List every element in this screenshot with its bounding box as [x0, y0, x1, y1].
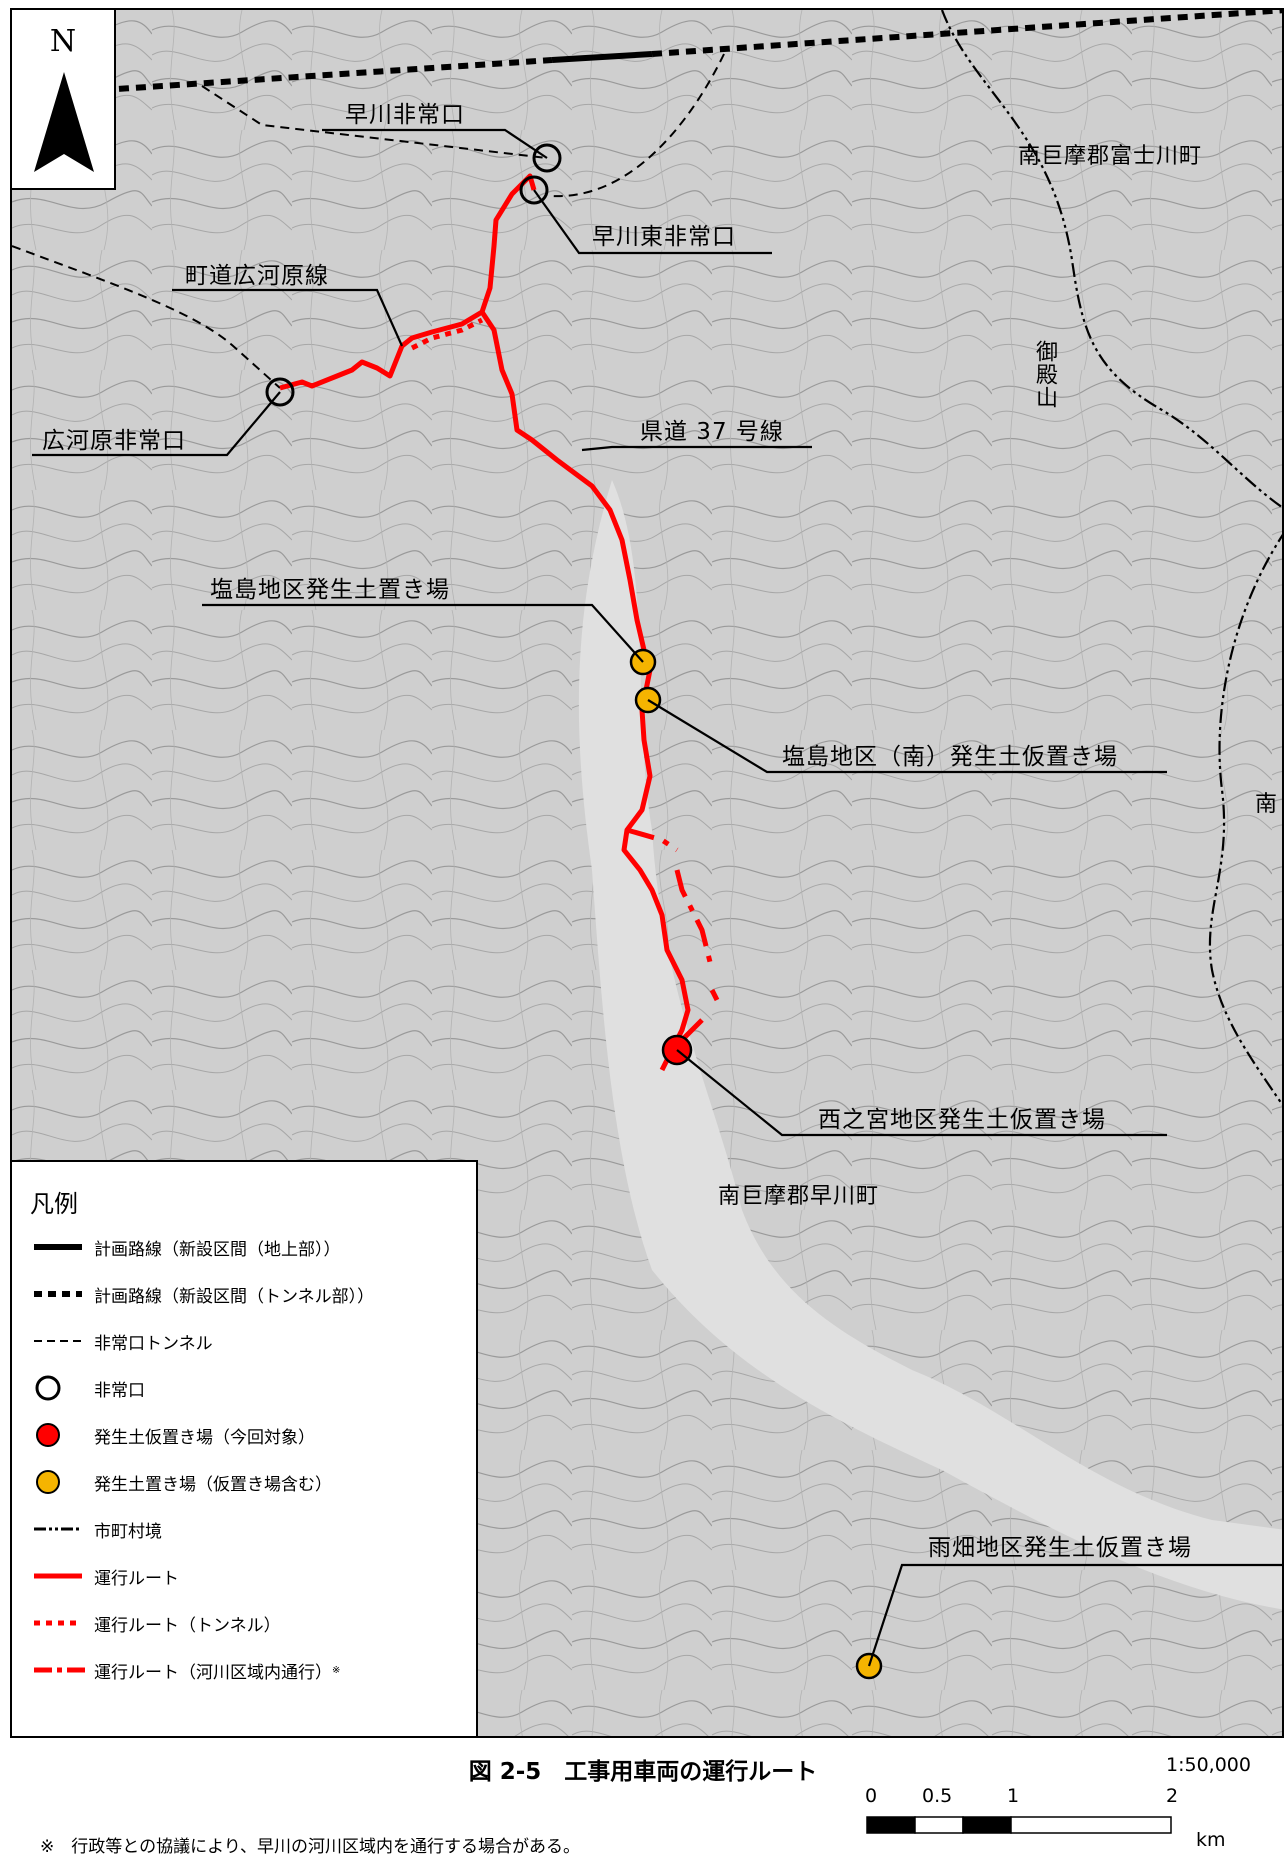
site-icon [36, 1470, 60, 1494]
municipal-boundary [940, 10, 1282, 1107]
route-river-icon [34, 1667, 86, 1673]
north-label: N [49, 24, 77, 59]
legend-title: 凡例 [30, 1190, 78, 1218]
legend-item-planned-tunnel: 計画路線（新設区間（トンネル部）） [30, 1279, 374, 1309]
exit-icon [35, 1375, 61, 1401]
legend-item-boundary: 市町村境 [30, 1514, 162, 1544]
hayakawa-east-exit-leader [533, 189, 772, 255]
figure-caption: 図 2-5 工事用車両の運行ルート [468, 1759, 818, 1785]
scale-tick-0: 0 [865, 1785, 878, 1807]
route-icon [34, 1573, 82, 1579]
pref-road-label: 県道 37 号線 [640, 419, 784, 445]
hayakawa-east-exit-marker[interactable] [519, 175, 549, 205]
legend-item-planned-above: 計画路線（新設区間（地上部）） [30, 1232, 341, 1262]
legend-item-route: 運行ルート [30, 1561, 179, 1591]
exit-tunnel-icon [34, 1340, 82, 1342]
amehata-site-label: 雨畑地区発生土仮置き場 [928, 1535, 1192, 1561]
operation-route-river-area [626, 827, 720, 1042]
valley-floor [578, 480, 1282, 1610]
operation-route-tunnel [410, 317, 484, 351]
nishinomiya-site-label: 西之宮地区発生土仮置き場 [818, 1107, 1106, 1133]
hayakawa-exit-marker[interactable] [532, 143, 562, 173]
scale-bar [866, 1816, 1172, 1834]
hayakawa-town-label: 南巨摩郡早川町 [718, 1184, 880, 1209]
scale-unit: km [1196, 1829, 1226, 1851]
scale-ratio: 1:50,000 [1166, 1754, 1251, 1776]
planned-tunnel-icon [34, 1291, 82, 1297]
route-tunnel-icon [34, 1620, 82, 1626]
town-road-label: 町道広河原線 [185, 263, 329, 289]
north-arrow-icon [34, 72, 94, 172]
legend-item-site-current: 発生土仮置き場（今回対象） [30, 1420, 315, 1450]
boundary-icon [34, 1527, 82, 1531]
hayakawa-east-exit-label: 早川東非常口 [592, 224, 736, 250]
legend-item-route-river: 運行ルート（河川区域内通行）※ [30, 1655, 340, 1685]
legend-item-exit: 非常口 [30, 1373, 145, 1403]
scale-tick-1: 1 [1007, 1785, 1020, 1807]
planned-above-icon [34, 1244, 82, 1250]
legend: 凡例 計画路線（新設区間（地上部）） 計画路線（新設区間（トンネル部）） 非常口… [10, 1160, 478, 1738]
scale-tick-2: 2 [1166, 1785, 1179, 1807]
hirogawara-exit-leader [32, 391, 281, 457]
shiojima-south-site-label: 塩島地区（南）発生土仮置き場 [782, 744, 1118, 770]
fujikawa-town-label: 南巨摩郡富士川町 [1018, 144, 1203, 169]
north-arrow-box: N [10, 8, 116, 190]
scale-tick-0-5: 0.5 [922, 1785, 953, 1807]
minami-partial-label: 南 [1255, 792, 1279, 817]
hirogawara-exit-marker[interactable] [265, 377, 295, 407]
legend-item-exit-tunnel: 非常口トンネル [30, 1326, 213, 1356]
town-road-leader [172, 288, 404, 347]
hirogawara-exit-tunnel [12, 245, 281, 389]
planned-route-above-ground [551, 51, 653, 63]
footnote: ※ 行政等との協議により、早川の河川区域内を通行する場合がある。 [40, 1837, 581, 1857]
hayakawa-exit-tunnel [201, 85, 548, 159]
hayakawa-exit-leader [322, 128, 548, 159]
legend-item-site: 発生土置き場（仮置き場含む） [30, 1467, 332, 1497]
site-current-icon [36, 1423, 60, 1447]
pref-road-leader [581, 445, 812, 452]
nishinomiya-site-leader [676, 1049, 1167, 1137]
operation-route-hayakawa [279, 173, 537, 391]
hirogawara-exit-label: 広河原非常口 [42, 428, 186, 454]
planned-route-tunnel [101, 10, 1282, 93]
gotenyama-label: 御殿山 [1032, 340, 1057, 409]
shiojima-site-leader [202, 603, 644, 663]
shiojima-south-site-leader [647, 699, 1167, 774]
amehata-site-leader [867, 1563, 1282, 1667]
legend-note-mark: ※ [332, 1664, 341, 1676]
shiojima-site-label: 塩島地区発生土置き場 [210, 577, 450, 603]
hayakawa-exit-label: 早川非常口 [345, 102, 465, 128]
legend-item-route-tunnel: 運行ルート（トンネル） [30, 1608, 281, 1638]
